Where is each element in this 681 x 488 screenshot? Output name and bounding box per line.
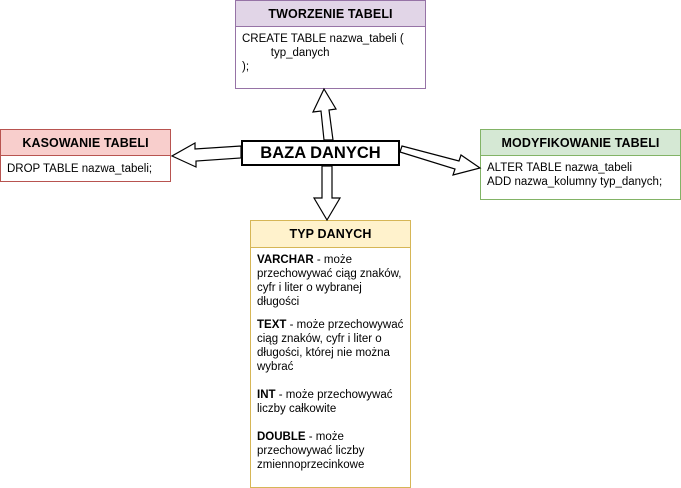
data-types-title: TYP DANYCH [251,221,410,248]
create-table-title: TWORZENIE TABELI [236,1,425,27]
data-type-entry: VARCHAR - może przechowywać ciąg znaków,… [257,253,404,309]
data-types-box: TYP DANYCH VARCHAR - może przechowywać c… [250,220,411,488]
center-node-label: BAZA DANYCH [260,143,381,162]
arrow-to-types [312,165,342,222]
data-type-entry: TEXT - może przechowywać ciąg znaków, cy… [257,318,404,374]
center-node: BAZA DANYCH [241,140,400,166]
create-table-line: typ_danych [242,47,330,59]
data-type-name: INT [257,389,276,401]
drop-table-line: DROP TABLE nazwa_tabeli; [7,163,153,175]
create-table-line: CREATE TABLE nazwa_tabeli ( [242,33,404,45]
data-type-desc: - może przechowywać liczby całkowite [257,389,393,415]
alter-table-box: MODYFIKOWANIE TABELI ALTER TABLE nazwa_t… [480,129,681,200]
data-type-desc: - może przechowywać ciąg znaków, cyfr i … [257,319,404,373]
drop-table-title: KASOWANIE TABELI [1,130,170,156]
create-table-body: CREATE TABLE nazwa_tabeli ( typ_danych )… [236,27,425,79]
data-type-entry: DOUBLE - może przechowywać liczby zmienn… [257,430,404,472]
alter-table-line: ADD nazwa_kolumny typ_danych; [487,176,663,188]
data-type-entry: INT - może przechowywać liczby całkowite [257,388,404,416]
arrow-to-create [311,87,337,141]
data-type-name: VARCHAR [257,254,314,266]
alter-table-title: MODYFIKOWANIE TABELI [481,130,680,156]
create-table-box: TWORZENIE TABELI CREATE TABLE nazwa_tabe… [235,0,426,89]
alter-table-line: ALTER TABLE nazwa_tabeli [487,162,633,174]
drop-table-body: DROP TABLE nazwa_tabeli; [1,156,170,181]
drop-table-box: KASOWANIE TABELI DROP TABLE nazwa_tabeli… [0,129,171,182]
data-type-name: DOUBLE [257,431,306,443]
data-types-body: VARCHAR - może przechowywać ciąg znaków,… [251,248,410,472]
data-type-desc: - może przechowywać ciąg znaków, cyfr i … [257,254,402,308]
create-table-line: ); [242,61,250,73]
data-type-name: TEXT [257,319,287,331]
arrow-to-alter [399,145,482,176]
arrow-to-drop [170,141,242,168]
data-type-desc: - może przechowywać liczby zmiennoprzeci… [257,431,365,471]
alter-table-body: ALTER TABLE nazwa_tabeli ADD nazwa_kolum… [481,156,680,194]
